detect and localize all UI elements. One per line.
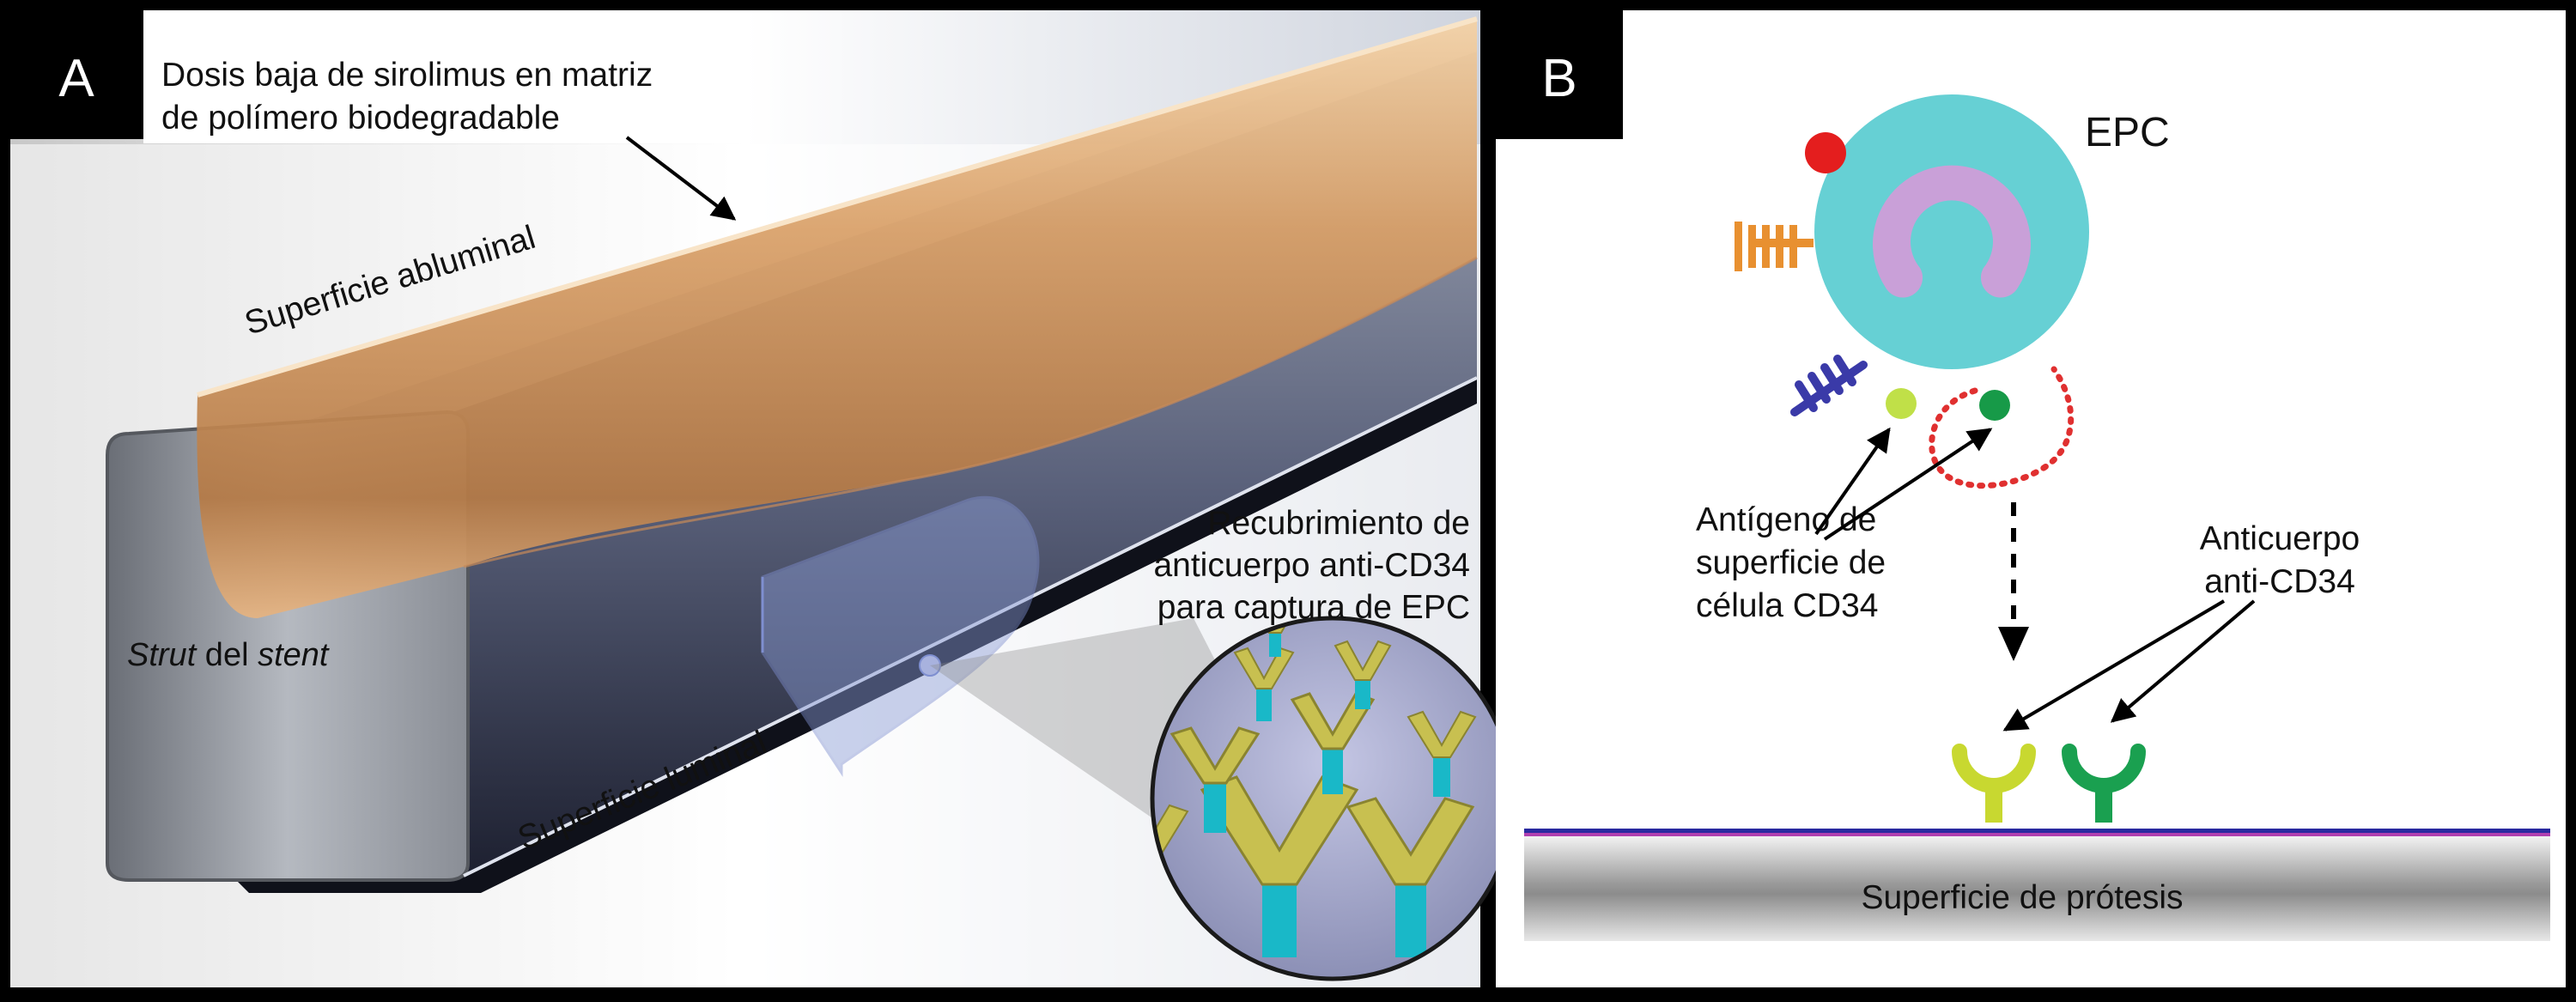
panel-a-letter: A	[58, 49, 94, 108]
antibody-glyph	[1252, 618, 1298, 657]
polymer-coating	[197, 16, 1478, 618]
epc-cell	[1735, 94, 2089, 489]
coating-arrow	[625, 136, 737, 221]
antigen-arrow-2	[1823, 428, 1993, 541]
antigen-label-line2: superficie de	[1696, 544, 1886, 581]
coating-layer	[197, 19, 1477, 618]
antigen-arrow-1	[1814, 427, 1891, 536]
antibody-glyph	[1334, 640, 1392, 709]
dashed-arrow-head	[1998, 627, 2029, 661]
antibody-yellow	[1952, 744, 2036, 823]
cd34-antigen-light	[1886, 388, 1917, 419]
prosthesis-surface	[1524, 829, 2550, 941]
antibody-glyph	[1170, 726, 1261, 833]
panel-b-letter: B	[1541, 49, 1577, 108]
antibody-glyph	[1290, 692, 1376, 794]
cell-body	[1814, 94, 2089, 369]
dotted-loop	[1929, 366, 2075, 489]
cd34-antigen-dark	[1979, 390, 2010, 421]
epc-label: EPC	[2085, 110, 2170, 155]
nucleus	[1873, 165, 2031, 298]
antibody-coating-patch	[761, 495, 1040, 778]
panel-a-letter-box	[10, 10, 143, 139]
panel-a: A Dosis baja de sirolimus en matriz de p…	[10, 10, 1516, 987]
antigen-label-line1: Antígeno de	[1696, 501, 1876, 538]
antibody-glyph	[1346, 797, 1475, 957]
coating-label-line1: Dosis baja de sirolimus en matriz	[161, 57, 653, 94]
prosthesis-label: Superficie de prótesis	[1861, 879, 2183, 916]
antibody-label-line1: Anticuerpo	[2200, 520, 2360, 557]
orange-receptor	[1735, 222, 1814, 271]
antibody-arrow-2	[2110, 599, 2256, 723]
antibody-coating-label-line2: anticuerpo anti-CD34	[1153, 547, 1470, 584]
coating-label-line2: de polímero biodegradable	[161, 100, 560, 137]
antibody-glyph	[1233, 647, 1295, 721]
magnified-antibodies	[1150, 616, 1516, 981]
red-surface-marker	[1805, 132, 1846, 173]
antibody-glyph	[1406, 710, 1477, 797]
panel-b-letter-box	[1496, 10, 1623, 139]
antibody-arrow-1	[2002, 599, 2226, 732]
antibody-coating-label-line3: para captura de EPC	[1157, 589, 1470, 626]
blue-receptor	[1790, 355, 1868, 416]
antibody-coating-label-line1: Recubrimiento de	[1207, 505, 1470, 542]
antibody-green	[2062, 744, 2146, 823]
antigen-label-line3: célula CD34	[1696, 587, 1878, 624]
strut-label: Strut del stent	[127, 637, 330, 673]
panel-b: B EPC	[1496, 10, 2566, 987]
antibody-label-line2: anti-CD34	[2204, 563, 2355, 600]
